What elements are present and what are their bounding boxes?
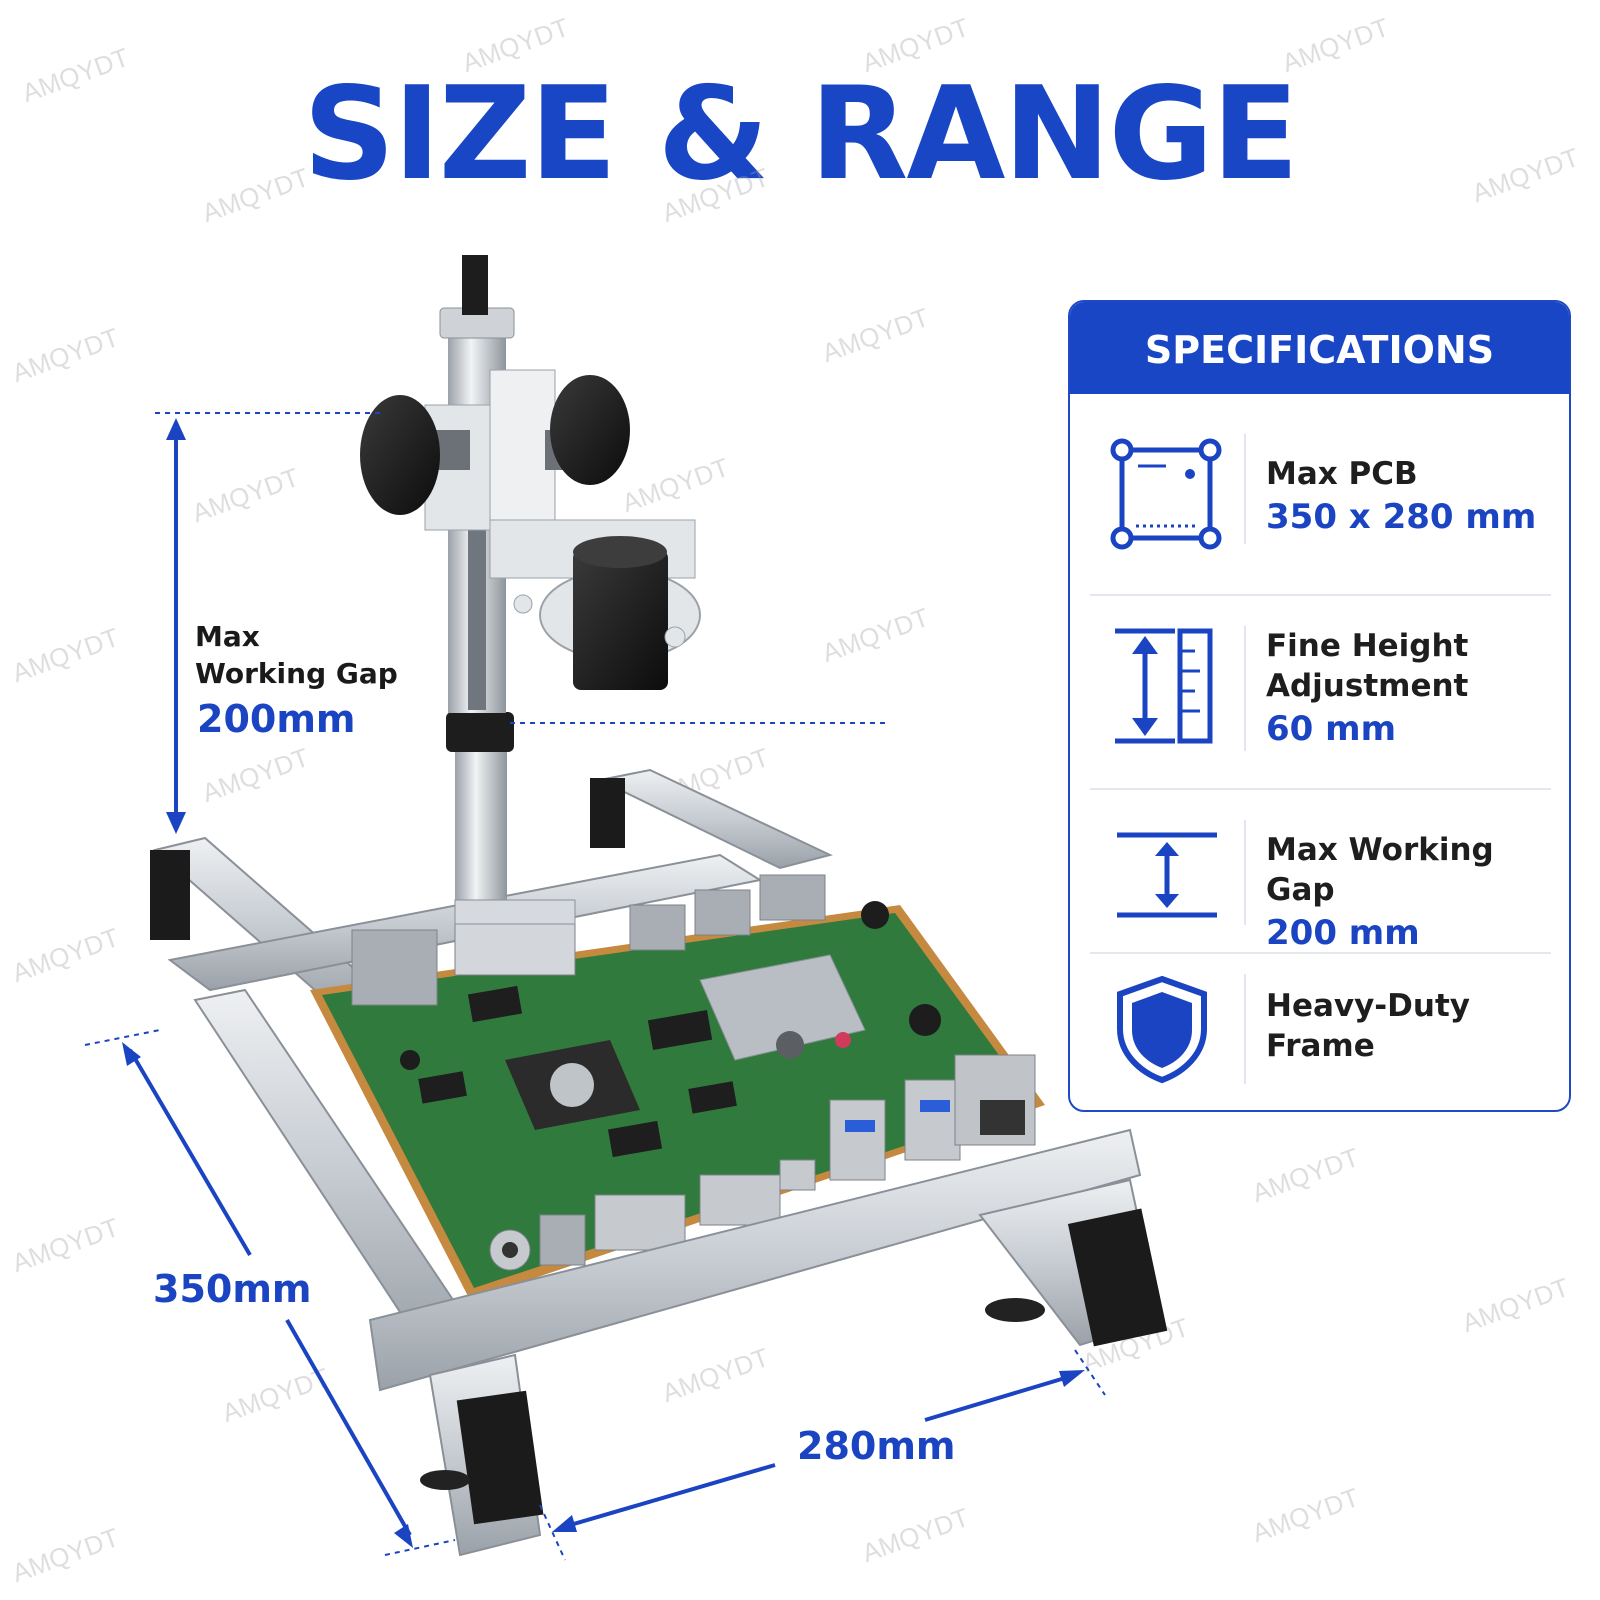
spec-label: Heavy-Duty (1266, 988, 1470, 1024)
spec-label: Fine Height (1266, 628, 1469, 664)
shield-icon (1117, 975, 1207, 1084)
spec-item-heavy-duty-frame: Heavy-Duty Frame (1070, 954, 1569, 1110)
spec-separator (1244, 974, 1246, 1084)
spec-item-max-pcb: Max PCB 350 x 280 mm (1070, 394, 1569, 594)
spec-text: Max Working Gap 200 mm (1266, 830, 1569, 956)
row-divider (1090, 788, 1551, 790)
spec-text: Max PCB 350 x 280 mm (1266, 454, 1536, 540)
spec-value: 350 x 280 mm (1266, 497, 1537, 537)
pcb-board (310, 874, 1045, 1300)
spec-separator (1244, 820, 1246, 925)
focus-block (420, 369, 696, 579)
spec-value: 60 mm (1266, 709, 1397, 749)
pcb-frame-icon (1110, 438, 1222, 550)
gap-arrows-icon (1117, 832, 1217, 918)
frame-front-rails (150, 778, 1168, 1557)
spec-value: 200 mm (1266, 913, 1420, 953)
specifications-panel: SPECIFICATIONS Max PCB 350 x 280 mm (1068, 300, 1571, 1112)
working-gap-caption-line2: Working Gap (195, 657, 398, 690)
dimension-lines (84, 412, 1106, 1561)
specifications-header: SPECIFICATIONS (1070, 302, 1569, 394)
length-dimension-label: 350mm (153, 1267, 312, 1311)
lens-holder (513, 536, 701, 690)
width-dimension-label: 280mm (797, 1424, 956, 1468)
spec-label: Max PCB (1266, 456, 1418, 492)
row-divider (1090, 952, 1551, 954)
spec-item-max-working-gap: Max Working Gap 200 mm (1070, 790, 1569, 953)
spec-label: Max Working Gap (1266, 832, 1494, 908)
spec-separator (1244, 434, 1246, 544)
focus-knobs (360, 375, 630, 515)
height-ruler-icon (1115, 628, 1213, 744)
spec-text: Fine Height Adjustment 60 mm (1266, 626, 1468, 752)
spec-label: Adjustment (1266, 668, 1469, 704)
spec-text: Heavy-Duty Frame (1266, 986, 1470, 1066)
spec-item-fine-height: Fine Height Adjustment 60 mm (1070, 596, 1569, 786)
page-title: SIZE & RANGE (302, 60, 1299, 209)
working-gap-value: 200mm (197, 697, 356, 741)
spec-label: Frame (1266, 1028, 1375, 1064)
row-divider (1090, 594, 1551, 596)
working-gap-caption-line1: Max (195, 620, 260, 653)
spec-separator (1244, 626, 1246, 751)
working-gap-caption: Max Working Gap (195, 618, 398, 692)
